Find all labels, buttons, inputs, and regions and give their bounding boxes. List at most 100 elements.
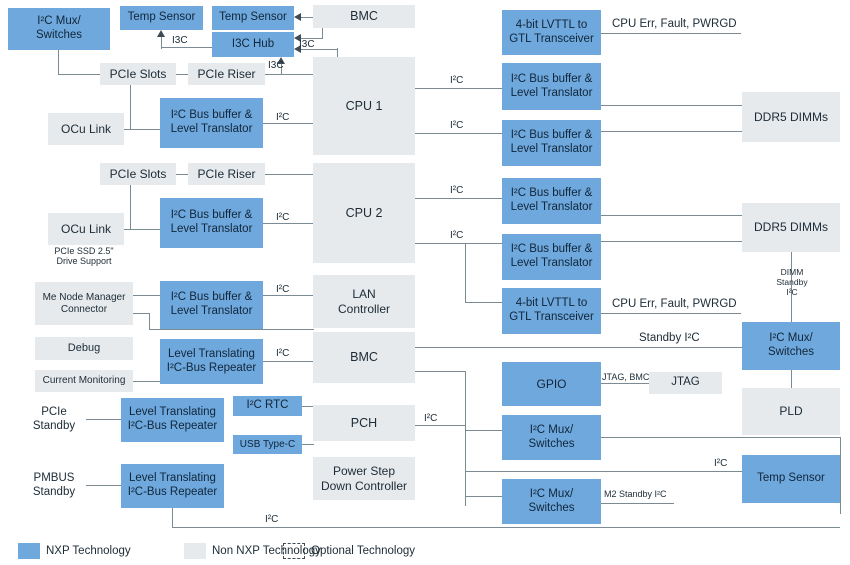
line-repeater1-to-bmc: [263, 361, 314, 362]
line-ocu1-to-buffer1: [124, 129, 161, 130]
block-jtag[interactable]: JTAG: [649, 372, 722, 394]
arrow-left-i3chub-b: [294, 45, 301, 53]
line-i3chub-to-tempsensor1-v: [161, 37, 162, 49]
line-pcieslots1-down: [130, 85, 131, 129]
line-repeater3-down: [172, 508, 173, 528]
bus-label-i2c-cpu1-right-2: I²C: [450, 120, 464, 131]
block-buffer-left-2[interactable]: I²C Bus buffer &Level Translator: [160, 198, 263, 248]
block-i2c-mux-top-left[interactable]: I²C Mux/Switches: [8, 8, 110, 50]
line-bufferright3-ddr5c: [601, 215, 742, 216]
block-cpu2[interactable]: CPU 2: [313, 163, 415, 263]
line-midmux-right: [601, 437, 840, 438]
line-bmc-down-h-top: [415, 371, 466, 372]
block-ddr5-dimms-1[interactable]: DDR5 DIMMs: [742, 92, 840, 142]
block-buffer-left-1[interactable]: I²C Bus buffer &Level Translator: [160, 98, 263, 148]
bus-label-i2c-bmc: I²C: [276, 348, 290, 359]
block-pcie-riser-2[interactable]: PCIe Riser: [188, 163, 265, 185]
bus-label-i2c-pch: I²C: [424, 413, 438, 424]
block-bmc-bottom[interactable]: BMC: [313, 332, 415, 383]
line-usbc-to-pch: [302, 444, 314, 445]
block-buffer-right-2[interactable]: I²C Bus buffer &Level Translator: [502, 120, 601, 166]
block-pld[interactable]: PLD: [742, 388, 840, 435]
block-pch[interactable]: PCH: [313, 405, 415, 441]
block-i3c-hub[interactable]: I3C Hub: [212, 32, 294, 57]
block-temp-sensor-3[interactable]: Temp Sensor: [742, 455, 840, 503]
block-pcie-slots-1[interactable]: PCIe Slots: [100, 63, 176, 85]
block-cpu1[interactable]: CPU 1: [313, 57, 415, 155]
block-i2c-mux-right[interactable]: I²C Mux/Switches: [742, 322, 840, 370]
block-ddr5-dimms-2[interactable]: DDR5 DIMMs: [742, 203, 840, 252]
line-cpu1-to-i3chub-v: [337, 48, 338, 60]
line-cpu2-down-to-lvttl-v: [465, 243, 466, 303]
block-ocu-link-1[interactable]: OCu Link: [48, 113, 124, 145]
line-bmc-to-midmux: [465, 430, 503, 431]
arrow-up-i3chub: [277, 57, 285, 64]
line-bottom-i2c: [172, 527, 840, 528]
line-rtc-to-pch: [302, 406, 314, 407]
line-cpu2-down-to-lvttl-h: [465, 302, 503, 303]
line-mux-to-pcieslots-h: [58, 74, 101, 75]
legend-swatch-non-nxp: [184, 543, 206, 559]
bus-label-i3c-c: I3C: [268, 60, 284, 71]
block-current-monitoring[interactable]: Current Monitoring: [35, 370, 133, 392]
line-pcieriser2-to-cpu2: [265, 174, 313, 175]
block-buffer-right-1[interactable]: I²C Bus buffer &Level Translator: [502, 63, 601, 110]
line-rightmux-to-pld: [791, 370, 792, 388]
line-i2c-to-tempsensor3: [700, 471, 742, 472]
block-pcie-slots-2[interactable]: PCIe Slots: [100, 163, 176, 185]
line-buffer3-to-lan: [263, 295, 314, 296]
note-pcie-ssd-drive-support: PCIe SSD 2.5"Drive Support: [54, 246, 114, 267]
block-i2c-mux-bottom[interactable]: I²C Mux/Switches: [502, 479, 601, 524]
block-i2c-mux-mid[interactable]: I²C Mux/Switches: [502, 415, 601, 460]
line-currentmon-to-repeater1: [133, 381, 161, 382]
block-buffer-left-3[interactable]: I²C Bus buffer &Level Translator: [160, 281, 263, 329]
legend-label-nxp: NXP Technology: [46, 545, 131, 557]
line-bufferright2-ddr5b: [601, 131, 742, 132]
block-temp-sensor-1[interactable]: Temp Sensor: [120, 6, 203, 30]
block-i2c-rtc[interactable]: I²C RTC: [233, 396, 302, 416]
block-bmc-top[interactable]: BMC: [313, 5, 415, 28]
line-cpu2-to-bufferright3: [415, 198, 503, 199]
block-usb-type-c[interactable]: USB Type-C: [233, 435, 302, 454]
block-temp-sensor-2[interactable]: Temp Sensor: [212, 6, 294, 30]
line-bmc-to-i3chub-h: [300, 38, 323, 39]
block-buffer-right-3[interactable]: I²C Bus buffer &Level Translator: [502, 178, 601, 224]
line-pciestandby-to-repeater2: [86, 419, 121, 420]
line-pcieslots2-riser2: [176, 174, 188, 175]
line-menode-down-h2: [149, 329, 314, 330]
bus-label-i2c-bottom: I²C: [265, 514, 279, 525]
line-gpio-to-jtag: [601, 383, 649, 384]
line-midmux-down: [840, 437, 841, 514]
arrow-up-tempsensor1: [157, 30, 165, 37]
block-buffer-right-4[interactable]: I²C Bus buffer &Level Translator: [502, 234, 601, 280]
block-gpio[interactable]: GPIO: [502, 362, 601, 406]
arrow-left-tempsensor2: [294, 13, 301, 21]
block-ocu-link-2[interactable]: OCu Link: [48, 213, 124, 245]
line-lvttl-top-err: [601, 33, 741, 34]
legend-swatch-optional: [283, 543, 305, 559]
line-pmbus-to-repeater3: [86, 485, 121, 486]
bus-label-i3c-a: I3C: [172, 35, 188, 46]
line-menode-down-h1: [133, 313, 149, 314]
bus-label-jtag-bmc: JTAG, BMC: [602, 372, 650, 382]
bus-label-cpu-err-bottom: CPU Err, Fault, PWRGD: [612, 298, 737, 310]
line-mux-to-pcieslots: [58, 50, 59, 74]
legend-label-non-nxp: Non NXP Technology: [212, 545, 321, 557]
line-buffer2-to-cpu2: [263, 223, 314, 224]
block-debug[interactable]: Debug: [35, 337, 133, 360]
block-pcie-riser-1[interactable]: PCIe Riser: [188, 63, 265, 85]
bus-label-i2c-temp-sensor: I²C: [714, 458, 728, 469]
line-pcieriser1-to-i3c-v: [281, 64, 282, 75]
legend-label-optional: Optional Technology: [311, 545, 415, 557]
